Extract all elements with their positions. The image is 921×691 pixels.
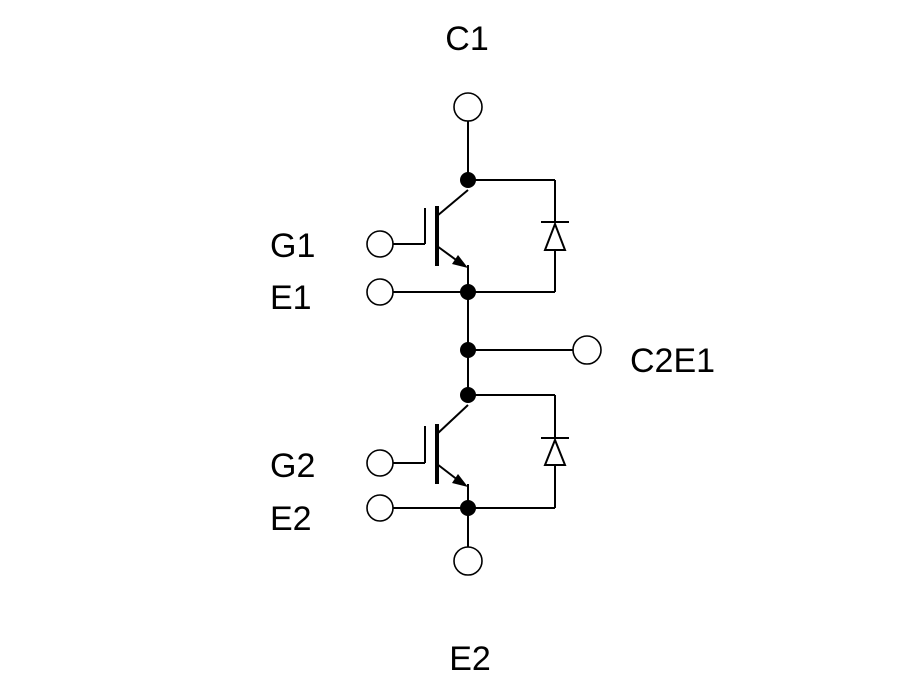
junction-upper-collector xyxy=(460,172,476,188)
label-e2-left: E2 xyxy=(270,500,312,538)
label-g1: G1 xyxy=(270,227,315,265)
junction-lower-collector xyxy=(460,387,476,403)
upper-collector-line xyxy=(436,189,469,217)
label-c2e1: C2E1 xyxy=(630,342,715,380)
terminals xyxy=(366,92,602,576)
terminal-e2 xyxy=(453,546,483,576)
upper-emitter-arrow xyxy=(452,255,468,268)
junction-lower-emitter xyxy=(460,500,476,516)
label-e1: E1 xyxy=(270,279,312,317)
label-c1-top: C1 xyxy=(445,20,488,58)
upper-diode xyxy=(468,179,569,293)
junction-dots xyxy=(460,172,476,516)
junction-upper-emitter xyxy=(460,284,476,300)
lower-collector-line xyxy=(436,404,469,435)
terminal-e1 xyxy=(366,278,394,306)
lower-igbt xyxy=(393,404,469,487)
terminal-c1 xyxy=(453,92,483,122)
lower-emitter-arrow xyxy=(452,474,468,487)
terminal-g2 xyxy=(366,449,394,477)
terminal-c2e1 xyxy=(572,335,602,365)
junction-midpoint xyxy=(460,342,476,358)
upper-igbt xyxy=(393,189,469,268)
terminal-g1 xyxy=(366,230,394,258)
label-e2-bottom: E2 xyxy=(449,640,491,678)
lower-diode xyxy=(468,394,569,509)
terminal-e2-aux xyxy=(366,494,394,522)
label-g2: G2 xyxy=(270,447,315,485)
